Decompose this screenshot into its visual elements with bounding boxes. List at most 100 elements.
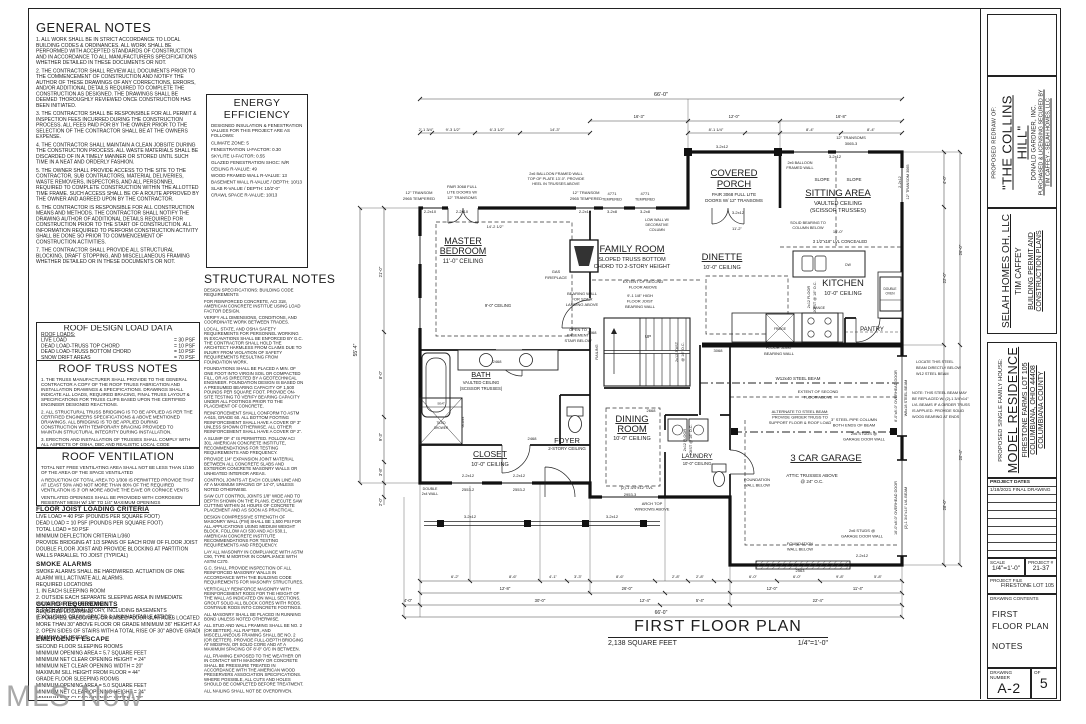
plan-label: 12'-4" <box>640 598 651 603</box>
note-line: LIVE LOAD = 40 PSF (POUNDS PER SQUARE FO… <box>36 514 160 520</box>
note-paragraph: ALL STUD AND WALL FRAMING SHALL BE NO. 2… <box>204 623 304 652</box>
dashed-reference-lines <box>435 158 902 546</box>
plan-label: FLOOR ABOVE <box>629 285 658 290</box>
note-line: VICINITY OF THE BEDROOMS <box>36 601 108 608</box>
roof-vent-section: ROOF VENTILATION TOTAL NET FREE VENTILAT… <box>36 448 200 506</box>
note-paragraph: 7. THE CONTRACTOR SHALL PROVIDE ALL STRU… <box>36 247 190 265</box>
plan-label: 2-2x12 <box>898 176 902 188</box>
plan-label: 2553-2 <box>462 487 475 492</box>
plan-label: TILED <box>436 421 446 425</box>
plan-label: 9'-1 1/8" HIGH <box>627 293 653 298</box>
plan-label: PAIR 3068 FULL <box>447 184 478 189</box>
plan-label: RANGE <box>813 306 826 310</box>
date-row <box>988 527 1056 535</box>
kitchen-island-sink <box>792 250 866 278</box>
plan-label: BEARING WALL <box>764 351 795 356</box>
plan-label: 3068 <box>588 330 598 335</box>
vanity-sinks <box>457 349 559 371</box>
structural-body: DESIGN SPECIFICATIONS: BUILDING CODE REQ… <box>204 288 304 693</box>
titleblock-firm-box: SELAH HOMES OH, LLC TIM CAFFEY BUILDING … <box>987 208 1057 334</box>
plan-label: SOLID BEARING TO <box>790 221 826 225</box>
plan-label: 30'-0" <box>535 598 546 603</box>
plan-label: 26'-0" <box>622 586 633 591</box>
of-value: 5 <box>1039 675 1049 691</box>
plan-label: 12" TRANSOM <box>573 190 600 195</box>
plan-label: IS APPLIED. PROVIDE SOLID <box>912 409 964 413</box>
plan-label: FAMILY ROOM <box>599 244 664 255</box>
plan-label: ALTERNATE TO STEEL BEAM: <box>772 409 829 414</box>
plan-label: FOYER <box>554 436 580 445</box>
date-row <box>988 543 1056 551</box>
note-line: WALLS PARALLEL TO JOIST (TYPICAL) <box>36 553 129 559</box>
note-line: GRADE FLOOR SLEEPING ROOMS <box>36 676 120 683</box>
date-row: 1/18/2021 FINAL DRAWING <box>988 487 1056 495</box>
plan-label: 3'-3" <box>574 574 583 579</box>
plan-label: 16'-3" <box>634 114 645 119</box>
plan-label: SLOPE <box>846 177 861 182</box>
plan-label: 6'-3 1/2" <box>490 127 505 132</box>
note-line: DEAD LOAD = 10 PSF (POUNDS PER SQUARE FO… <box>36 520 163 527</box>
toilet <box>711 463 727 487</box>
plan-label: 2965 TEMPERED <box>570 196 602 201</box>
scale-value: 1/4"=1'-0" <box>991 565 1021 572</box>
guard-title: GUARD REQUIREMENTS <box>36 601 118 608</box>
escape-section: EMERGENCY ESCAPE SECOND FLOOR SLEEPING R… <box>36 636 200 698</box>
plan-label: 10'-0" CEILING <box>824 291 862 297</box>
plan-label: 3065-3 <box>845 141 858 146</box>
energy-title: ENERGY EFFICIENCY <box>223 97 291 121</box>
plan-label: STAIR BELOW <box>564 338 591 343</box>
plan-label: ATTIC TRUSSES ABOVE <box>786 473 838 478</box>
contents-line3: NOTES <box>992 641 1023 651</box>
plan-label: 10'-0" CEILING <box>613 436 651 442</box>
plan-label: 2553-2 <box>513 487 526 492</box>
plan-label: 2-STORY CEILING <box>548 446 586 451</box>
plan-label: PORCH <box>717 179 751 190</box>
guard-section: GUARD REQUIREMENTS REQUIRED LOCATIONS:1.… <box>36 601 200 674</box>
roof-load-item: SNOW DRIFT AREAS= 70 PSF <box>41 354 195 361</box>
note-line: 3. EACH ADDITIONAL STORY, INCLUDING BASE… <box>36 608 167 614</box>
note-line: MORE THAN 30" ABOVE FLOOR OR GRADE MINIM… <box>36 622 200 628</box>
plan-label: 2-2x10 <box>424 209 437 214</box>
note-paragraph: FOUNDATIONS SHALL BE PLACED A MIN. OF ON… <box>204 366 304 409</box>
smoke-alarms-body: SMOKE ALARMS SHALL BE HARDWIRED. ACTUATI… <box>36 569 200 620</box>
note-line: BASEMENT WALL R-VALUE / DEPTH: 10/13 (MI… <box>211 179 303 185</box>
plan-label: 9'-8" <box>836 574 845 579</box>
file-value: FIRESTONE LOT 105 <box>1000 583 1054 589</box>
note-paragraph: CONTROL JOINTS AT EACH COLUMN LINE AND A… <box>204 477 302 492</box>
plan-label: 16'-0"x8'-0" OVERHEAD DOOR <box>894 481 898 535</box>
plan-label: 2'-0" <box>378 497 383 506</box>
note-paragraph: VERIFY ALL DIMENSIONS, CONDITIONS, AND C… <box>204 315 297 325</box>
garage-window-hatch <box>755 560 851 570</box>
note-paragraph: TOTAL NET FREE VENTILATING AREA SHALL NO… <box>41 465 194 475</box>
plan-label: 2468 <box>528 436 538 441</box>
plan-label: 11'-4" <box>853 586 864 591</box>
note-line: SKYLITE U-FACTOR: 0.55 <box>211 153 265 159</box>
plan-label: SUPPORT FLOOR & ROOF LOAD <box>769 420 832 425</box>
plan-label: 55'-4" <box>353 343 359 356</box>
plan-label: 12" TRANSOM <box>406 190 433 195</box>
plan-label: 2x12 FLOOR <box>683 429 687 452</box>
redraw-note1: PURCHASED & LICENSING SECURED BY <box>1038 88 1045 196</box>
plan-label: PAIR 3068 FULL LITE <box>712 192 756 197</box>
note-paragraph: 3. THE CONTRACTOR SHALL BE RESPONSIBLE F… <box>36 111 197 140</box>
plan-label: TEMPERED <box>635 198 655 202</box>
plan-label: 10'-0" CEILING <box>703 265 741 271</box>
note-line: MINIMUM 34" HEIGHT. <box>36 635 89 641</box>
plan-label: 5'-4" <box>696 598 705 603</box>
note-line: 2. OPEN SIDES OF STAIRS WITH A TOTAL RIS… <box>36 628 200 635</box>
plan-label: GARAGE DOOR WALL <box>841 534 884 539</box>
dates-label: PROJECT DATES <box>988 479 1056 487</box>
plan-label: W8x18 STEEL BEAM <box>904 380 908 417</box>
plan-label: 16'-0" <box>833 229 844 234</box>
plan-label: GLASS <box>461 417 465 428</box>
note-paragraph: LAY ALL MASONRY IN COMPLIANCE WITH ASTM … <box>204 549 304 564</box>
plan-label: DOUBLE <box>423 487 438 491</box>
plan-label: LITE DOORS W/ <box>447 190 478 195</box>
plan-label: 21'-0" <box>378 266 383 277</box>
plan-label: 8'-4" <box>806 127 815 132</box>
note-paragraph: REINFORCEMENT SHALL CONFORM TO ASTM A-61… <box>204 410 303 435</box>
plan-label: 26'-0" <box>958 244 963 255</box>
plan-label: VAULTED CEILING <box>463 380 500 385</box>
